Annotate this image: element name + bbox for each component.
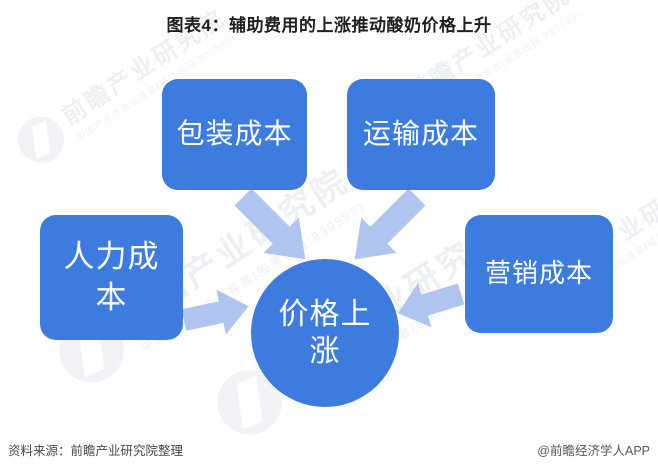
node-label: 价格上涨 bbox=[278, 297, 372, 369]
source-note: 资料来源：前瞻产业研究院整理 bbox=[8, 444, 184, 458]
node-transport-cost: 运输成本 bbox=[347, 79, 495, 190]
arrow-transport-to-center bbox=[354, 188, 426, 260]
chart-title: 图表4：辅助费用的上涨推动酸奶价格上升 bbox=[166, 16, 492, 35]
arrow-labor-to-center bbox=[181, 289, 249, 335]
node-label: 人力成本 bbox=[63, 239, 160, 315]
node-packaging-cost: 包装成本 bbox=[162, 79, 307, 190]
node-label: 运输成本 bbox=[362, 118, 479, 150]
arrow-packaging-to-center bbox=[234, 188, 306, 260]
node-price-increase: 价格上涨 bbox=[251, 259, 399, 407]
node-label: 包装成本 bbox=[176, 118, 293, 150]
node-labor-cost: 人力成本 bbox=[40, 215, 183, 340]
node-marketing-cost: 营销成本 bbox=[465, 215, 613, 333]
app-credit: @前瞻经济学人APP bbox=[537, 444, 650, 458]
node-label: 营销成本 bbox=[484, 258, 593, 289]
arrow-marketing-to-center bbox=[397, 283, 465, 328]
